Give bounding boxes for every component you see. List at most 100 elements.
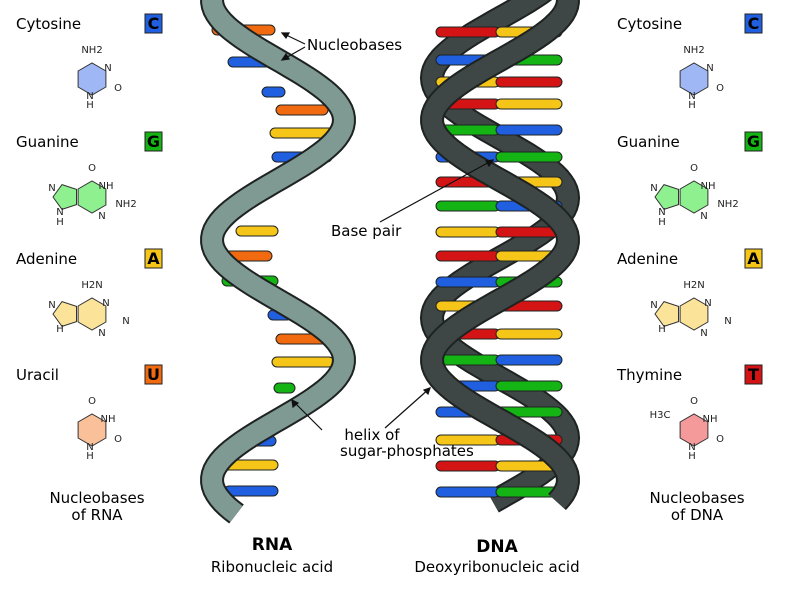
atom-label: NH2	[717, 199, 738, 210]
dna-base-T	[495, 76, 563, 88]
atom-label: H	[56, 324, 64, 335]
atom-label: N	[706, 63, 713, 74]
rna-bases-caption-2: of RNA	[71, 506, 123, 524]
rna-base-A	[235, 225, 279, 237]
atom-label: NH2	[115, 199, 136, 210]
atom-label: O	[690, 396, 698, 407]
base-letter: U	[147, 365, 160, 384]
atom-label: N	[102, 298, 109, 309]
annotation-arrows	[280, 32, 495, 431]
atom-label: H	[56, 217, 64, 228]
atom-label: H	[658, 324, 666, 335]
atom-label: N	[700, 328, 707, 339]
atom-label: H3C	[650, 410, 671, 421]
atom-label: N	[98, 328, 105, 339]
base-letter-badge	[744, 248, 763, 269]
dna-base-G	[495, 151, 563, 163]
dna-base-A	[495, 98, 563, 110]
atom-label: N	[658, 207, 665, 218]
uracil-structure: O NH NH O	[77, 396, 122, 462]
atom-label: H	[688, 100, 696, 111]
atom-label: O	[88, 396, 96, 407]
atom-label: NH	[101, 414, 116, 425]
dna-base-T	[435, 460, 501, 472]
atom-label: N	[724, 316, 731, 327]
dna-base-G	[435, 200, 501, 212]
atom-label: NH2	[683, 45, 704, 56]
base-letter-badge	[744, 13, 763, 34]
dna-double-helix	[419, 0, 581, 513]
atom-label: N	[122, 316, 129, 327]
rna-title: RNA	[252, 535, 293, 555]
atom-label: H	[86, 100, 94, 111]
base-letter-badge	[144, 131, 163, 152]
atom-label: N	[48, 183, 55, 194]
helix-annotation-line2: sugar-phosphates	[340, 442, 474, 460]
base-letter-badge	[744, 131, 763, 152]
base-letter: A	[147, 249, 160, 268]
dna-strand-front	[422, 0, 578, 509]
nucleobases-annotation: Nucleobases	[307, 36, 402, 54]
atom-label: NH	[701, 181, 716, 192]
base-letter: G	[147, 132, 160, 151]
base-letter: T	[748, 365, 759, 384]
rna-base-C	[261, 86, 286, 98]
base-letter-badge	[144, 248, 163, 269]
dna-base-G	[495, 380, 563, 392]
base-letter-badge	[144, 364, 163, 385]
dna-base-A	[495, 328, 563, 340]
rna-base-C	[223, 485, 279, 497]
atom-label: N	[688, 442, 695, 453]
rna-subtitle: Ribonucleic acid	[211, 558, 333, 576]
arrow-to-dna-backbone	[384, 387, 431, 429]
left-base-name-C: Cytosine	[16, 15, 81, 33]
rna-bases-caption-1: Nucleobases	[49, 489, 144, 507]
dna-base-C	[435, 486, 501, 498]
atom-label: N	[56, 207, 63, 218]
base-letter: C	[148, 14, 160, 33]
atom-label: N	[700, 211, 707, 222]
rna-base-U	[275, 104, 329, 116]
atom-label: N	[86, 442, 93, 453]
dna-base-T	[435, 250, 501, 262]
dna-bases-caption-2: of DNA	[671, 506, 724, 524]
dna-subtitle: Deoxyribonucleic acid	[414, 558, 579, 576]
arrow-to-base-pair	[379, 159, 494, 223]
rna-base-A	[271, 356, 335, 368]
left-base-name-G: Guanine	[16, 133, 79, 151]
atom-label: H2N	[683, 280, 704, 291]
atom-label: H	[688, 451, 696, 462]
atom-label: NH	[99, 181, 114, 192]
atom-label: H2N	[81, 280, 102, 291]
atom-label: O	[690, 163, 698, 174]
dna-base-C	[495, 354, 563, 366]
atom-label: H	[86, 451, 94, 462]
base-letter: A	[747, 249, 760, 268]
base-letter: G	[747, 132, 760, 151]
right-base-name-G: Guanine	[617, 133, 680, 151]
atom-label: N	[650, 300, 657, 311]
base-letter: C	[748, 14, 760, 33]
right-base-name-T: Thymine	[616, 366, 682, 384]
left-base-name-A: Adenine	[16, 250, 77, 268]
right-base-name-C: Cytosine	[617, 15, 682, 33]
right-base-name-A: Adenine	[617, 250, 678, 268]
base-pair-annotation: Base pair	[331, 222, 402, 240]
rna-helix	[200, 0, 356, 524]
arrow-to-rna-backbone	[291, 399, 323, 431]
dna-title: DNA	[476, 537, 518, 557]
rna-base-G	[273, 382, 296, 394]
atom-label: O	[114, 434, 122, 445]
dna-base-C	[435, 276, 501, 288]
atom-label: O	[88, 163, 96, 174]
atom-label: NH	[703, 414, 718, 425]
left-base-name-U: Uracil	[16, 366, 59, 384]
